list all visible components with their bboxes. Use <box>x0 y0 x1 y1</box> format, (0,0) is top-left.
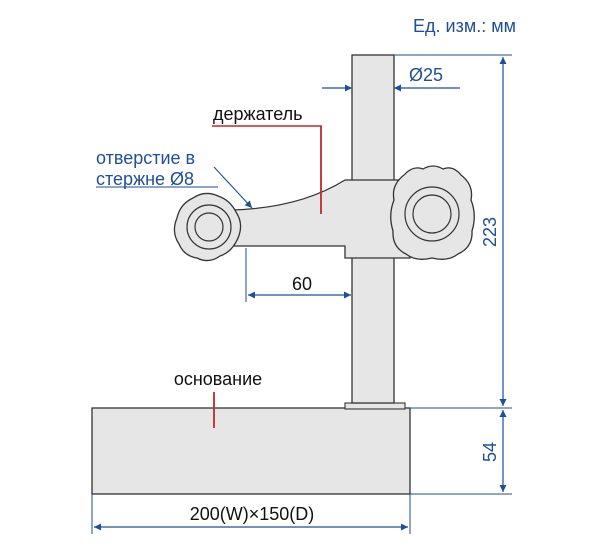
right-knob-center <box>412 194 452 234</box>
units-label: Ед. изм.: мм <box>413 16 516 36</box>
hole-leader <box>213 166 253 209</box>
rod-diameter-label: Ø25 <box>409 65 443 85</box>
base-size-label: 200(W)×150(D) <box>190 504 315 524</box>
rod-collar <box>344 402 406 410</box>
base-label: основание <box>174 369 262 389</box>
holder-arm <box>231 179 411 259</box>
left-knob-center <box>194 212 224 242</box>
holder-label: держатель <box>213 104 303 124</box>
arm-length-label: 60 <box>292 274 312 294</box>
base-height-label: 54 <box>480 442 500 462</box>
hole-label-line2: стержне Ø8 <box>96 169 194 189</box>
total-height-label: 223 <box>480 217 500 247</box>
hole-label-line1: отверстие в <box>96 148 195 168</box>
base-block <box>91 407 411 495</box>
